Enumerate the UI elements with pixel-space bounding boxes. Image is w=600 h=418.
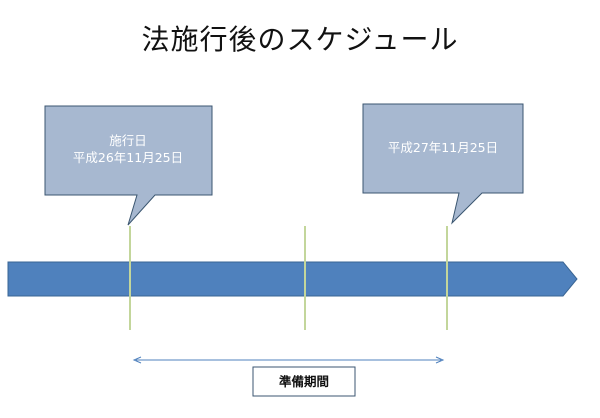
period-arrow-left-head — [132, 356, 142, 364]
callout-enforcement — [44, 105, 213, 226]
period-arrow-right-head — [435, 356, 445, 364]
callout-enforcement-date: 平成26年11月25日 — [73, 150, 183, 165]
callout-deadline — [362, 103, 524, 225]
slide-title: 法施行後のスケジュール — [141, 23, 459, 56]
timeline-arrow — [7, 261, 578, 297]
callout-enforcement-label: 施行日 — [109, 133, 147, 148]
period-label-box — [252, 366, 356, 397]
period-label: 準備期間 — [279, 374, 329, 389]
callout-deadline-date: 平成27年11月25日 — [388, 140, 498, 155]
